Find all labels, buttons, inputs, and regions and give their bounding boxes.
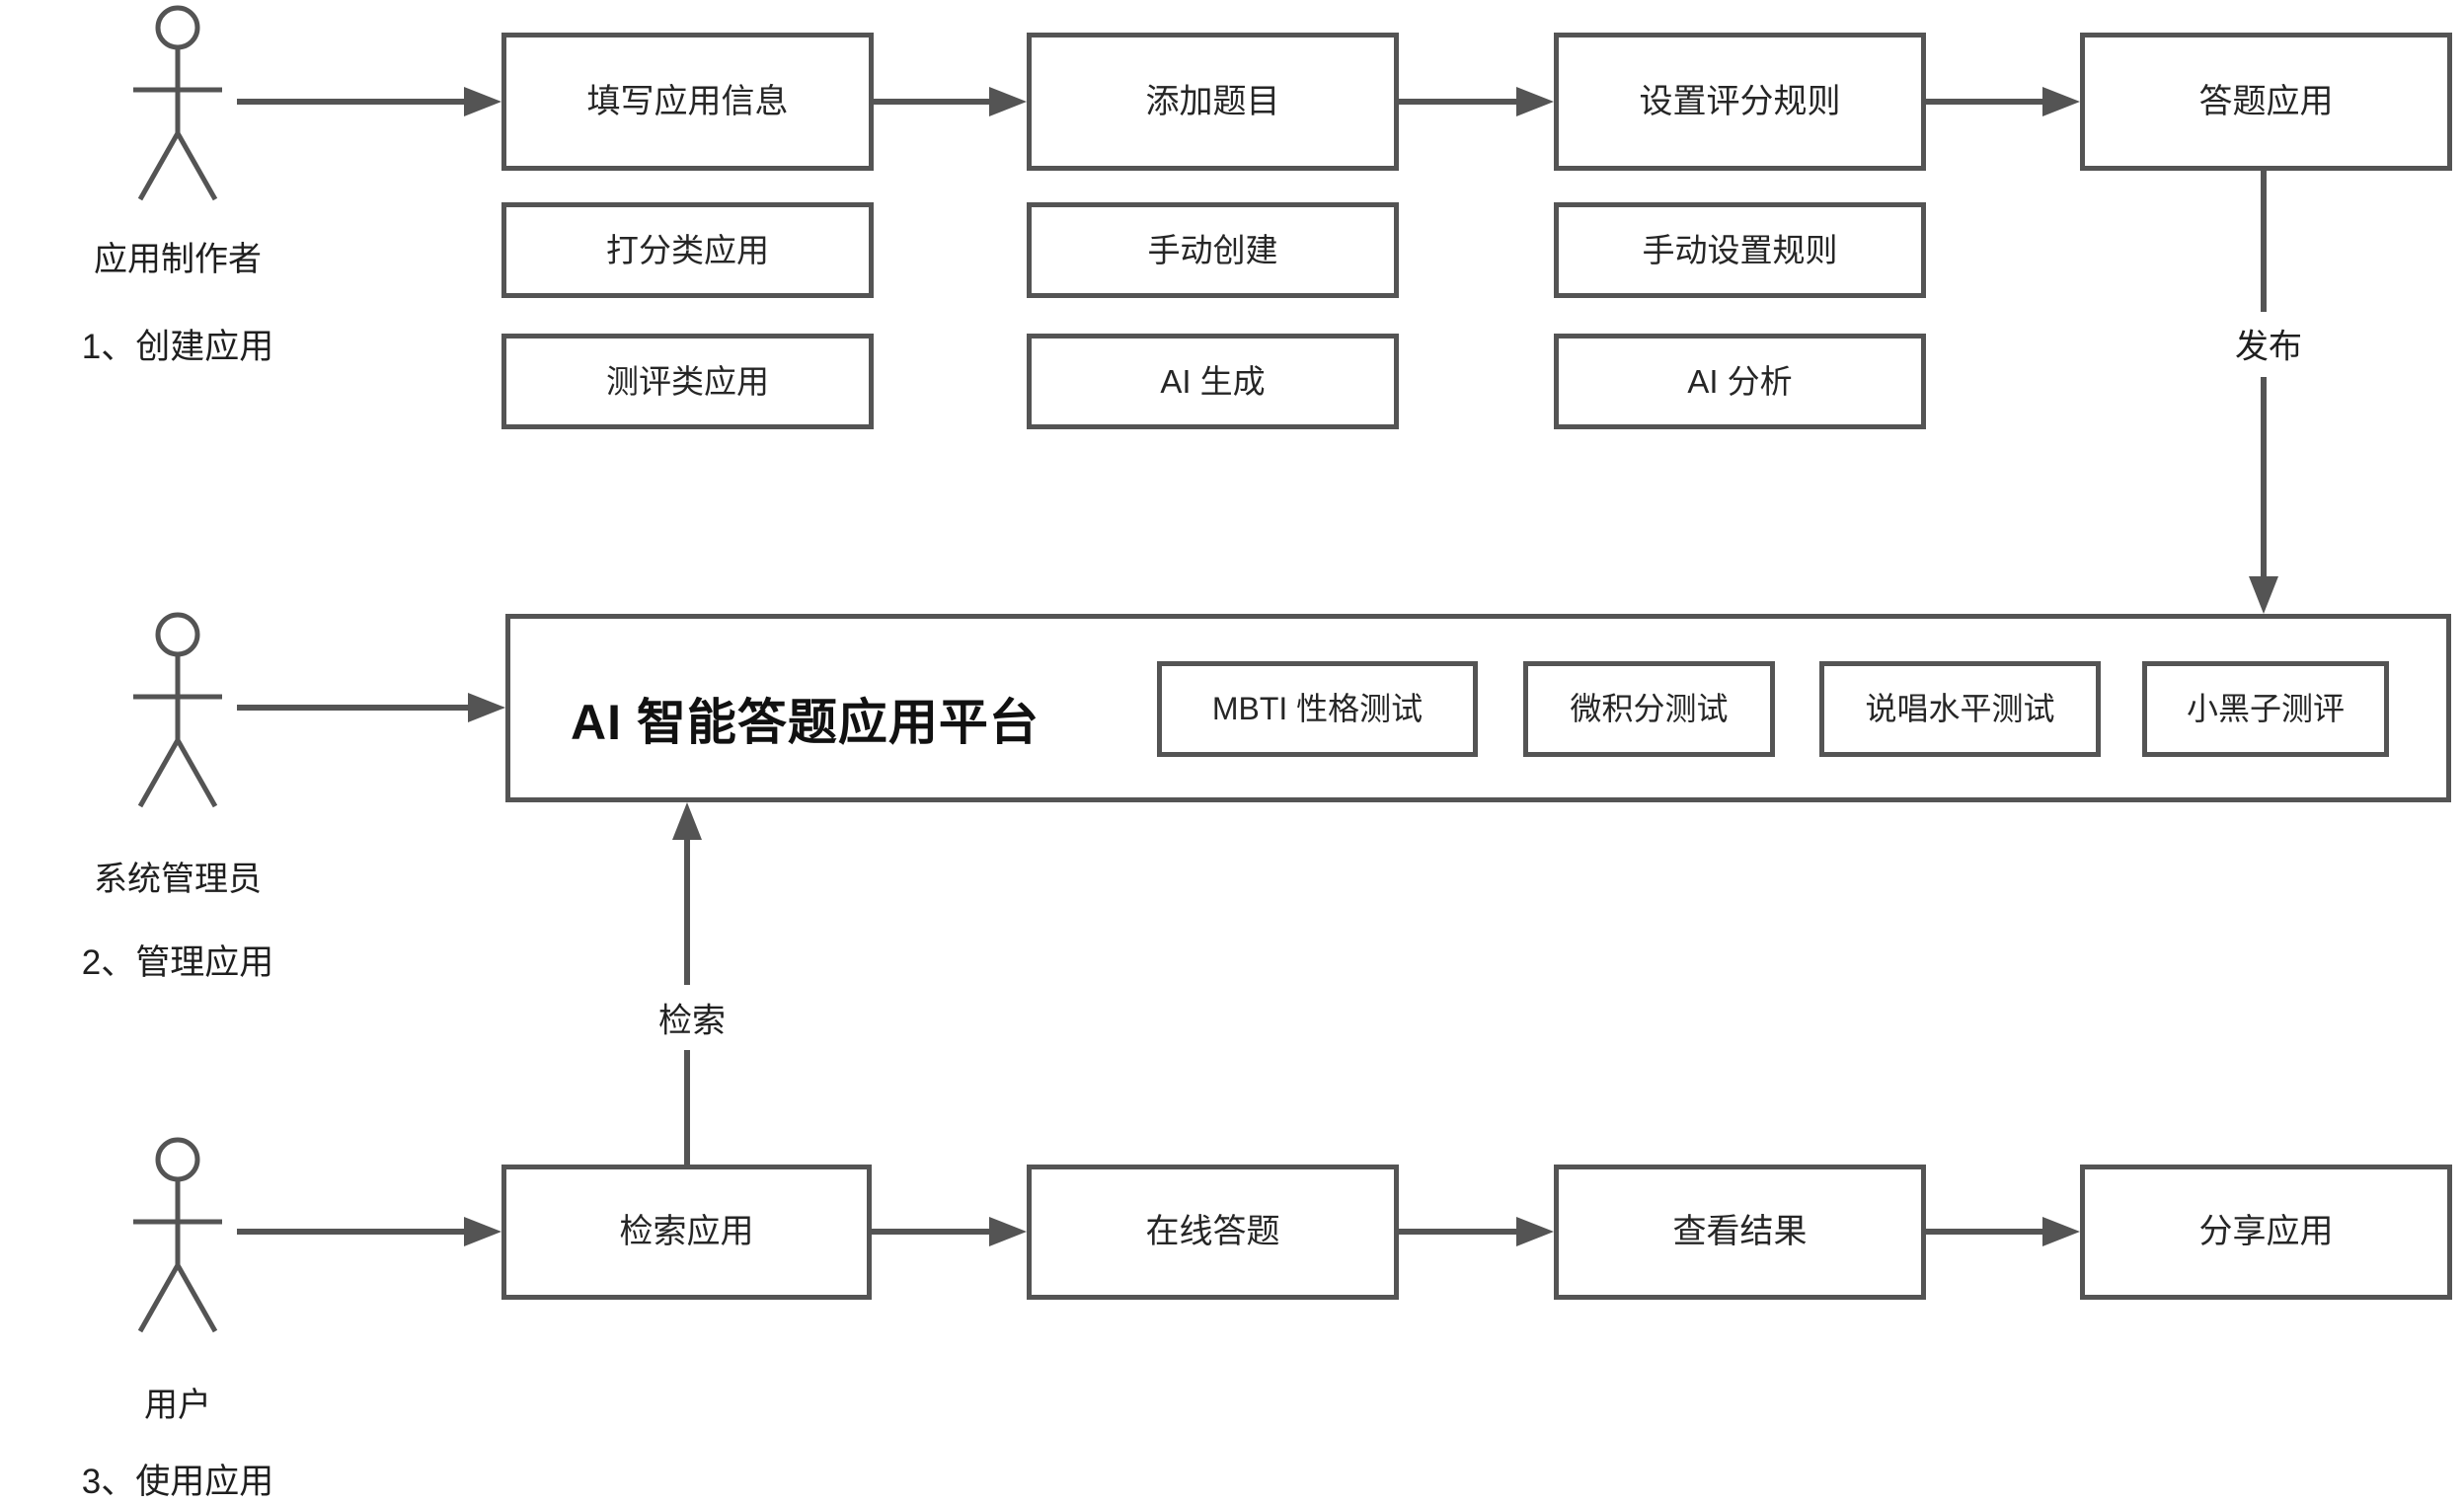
node-manual-create: 手动创建: [1027, 202, 1399, 298]
actor-app-creator-step: 1、创建应用: [81, 328, 274, 366]
actor-app-creator-figure: [133, 5, 222, 201]
actor-user-figure: [133, 1137, 222, 1333]
actor-head: [155, 612, 200, 657]
node-add-questions: 添加题目: [1027, 33, 1399, 171]
actor-system-admin-step: 2、管理应用: [81, 943, 274, 982]
node-app-rap: 说唱水平测试: [1819, 661, 2101, 757]
arrow-step1-to-step2: [874, 87, 1027, 116]
node-assessment-type-app: 测评类应用: [501, 334, 874, 429]
actor-system-admin-figure: [133, 612, 222, 808]
node-app-mbti: MBTI 性格测试: [1157, 661, 1478, 757]
actor-user-step: 3、使用应用: [81, 1463, 274, 1501]
node-share-app: 分享应用: [2080, 1165, 2452, 1300]
arrow-step2-to-step3: [1399, 87, 1554, 116]
node-quiz-app: 答题应用: [2080, 33, 2452, 171]
actor-system-admin-label: 系统管理员: [94, 861, 262, 898]
node-app-xiaoheizi: 小黑子测评: [2142, 661, 2389, 757]
publish-edge-label: 发布: [2225, 313, 2312, 374]
arrow-user-to-search-app: [237, 1217, 501, 1246]
arrow-result-to-share: [1926, 1217, 2080, 1246]
node-ai-generate: AI 生成: [1027, 334, 1399, 429]
node-platform: [505, 614, 2451, 802]
arrow-search: [672, 802, 702, 1165]
arrow-answer-to-result: [1399, 1217, 1554, 1246]
actor-leg-right: [175, 131, 218, 201]
node-manual-set-rules: 手动设置规则: [1554, 202, 1926, 298]
actor-leg-left: [137, 738, 181, 808]
node-answer-online: 在线答题: [1027, 1165, 1399, 1300]
node-app-calculus: 微积分测试: [1523, 661, 1775, 757]
node-ai-analysis: AI 分析: [1554, 334, 1926, 429]
arrow-step3-to-step4: [1926, 87, 2080, 116]
actor-app-creator-label: 应用制作者: [94, 241, 262, 278]
platform-title: AI 智能答题应用平台: [571, 695, 1040, 750]
node-fill-app-info: 填写应用信息: [501, 33, 874, 171]
node-search-app: 检索应用: [501, 1165, 872, 1300]
search-edge-label: 检索: [649, 987, 735, 1048]
node-scoring-type-app: 打分类应用: [501, 202, 874, 298]
actor-leg-left: [137, 1263, 181, 1333]
node-set-score-rules: 设置评分规则: [1554, 33, 1926, 171]
actor-head: [155, 1137, 200, 1182]
actor-leg-right: [175, 1263, 218, 1333]
actor-leg-right: [175, 738, 218, 808]
actor-leg-left: [137, 131, 181, 201]
actor-head: [155, 5, 200, 50]
arrow-search-to-answer: [872, 1217, 1027, 1246]
arrow-publish: [2249, 171, 2278, 614]
arrow-admin-to-platform: [237, 693, 505, 722]
node-view-results: 查看结果: [1554, 1165, 1926, 1300]
actor-user-label: 用户: [144, 1387, 211, 1424]
arrow-creator-to-step1: [237, 87, 501, 116]
